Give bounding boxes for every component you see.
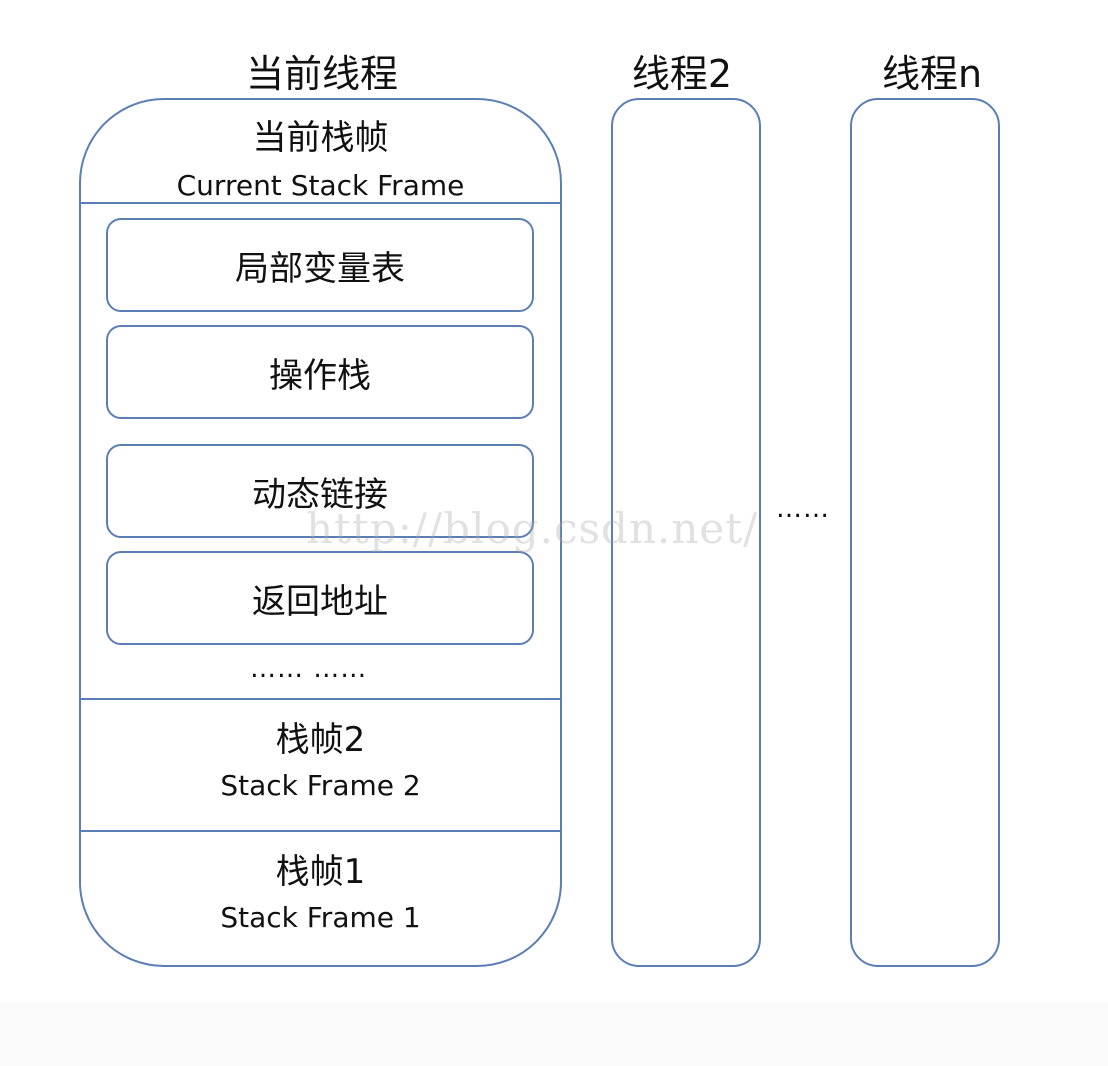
frame-items-ellipsis: …… …… bbox=[250, 654, 368, 684]
frame-separator-top bbox=[80, 202, 561, 204]
stack-frame-1-label-en: Stack Frame 1 bbox=[220, 901, 421, 934]
title-thread-n: 线程n bbox=[881, 52, 983, 96]
operand-stack-box: 操作栈 bbox=[106, 325, 534, 419]
frame-separator-1 bbox=[80, 830, 561, 832]
title-current-thread: 当前线程 bbox=[245, 52, 398, 96]
dynamic-linking-box: 动态链接 bbox=[106, 444, 534, 538]
local-variable-table-box: 局部变量表 bbox=[106, 218, 534, 312]
thread-n-stack bbox=[850, 98, 1000, 967]
stack-frame-1-label-cn: 栈帧1 bbox=[275, 852, 366, 892]
threads-ellipsis: …… bbox=[776, 494, 830, 524]
current-frame-label-en: Current Stack Frame bbox=[176, 169, 465, 202]
stack-frame-2-label-cn: 栈帧2 bbox=[275, 720, 366, 760]
thread-2-stack bbox=[611, 98, 761, 967]
stack-frame-2-label-en: Stack Frame 2 bbox=[220, 769, 421, 802]
frame-separator-2 bbox=[80, 698, 561, 700]
title-thread-2: 线程2 bbox=[631, 52, 733, 96]
bottom-band bbox=[0, 1002, 1108, 1066]
return-address-box: 返回地址 bbox=[106, 551, 534, 645]
watermark-text: http://blog.csdn.net/ bbox=[306, 504, 759, 553]
current-frame-label-cn: 当前栈帧 bbox=[252, 118, 389, 158]
